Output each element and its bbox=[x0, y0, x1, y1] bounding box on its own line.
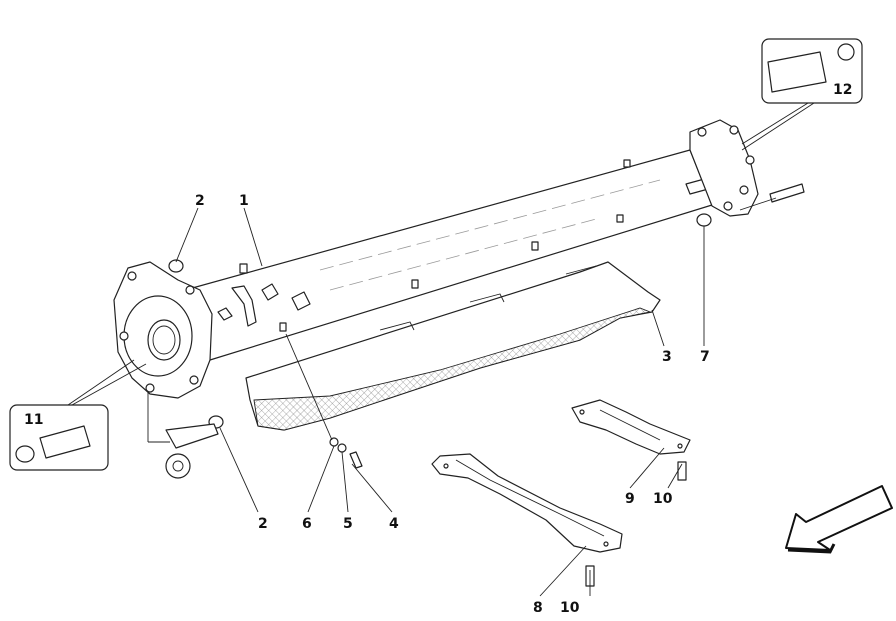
callout-12: 12 bbox=[833, 82, 852, 98]
callout-11: 11 bbox=[24, 412, 43, 428]
callout-5: 5 bbox=[343, 516, 353, 532]
callout-3: 3 bbox=[662, 349, 672, 365]
rear-flange bbox=[689, 119, 805, 217]
heat-shield bbox=[245, 261, 661, 431]
callout-10: 10 bbox=[560, 600, 580, 616]
callout-4: 4 bbox=[389, 516, 399, 532]
callout-7: 7 bbox=[700, 349, 710, 365]
callout-9: 9 bbox=[625, 491, 635, 507]
detail-inset-12 bbox=[761, 38, 863, 104]
bracket-short bbox=[571, 399, 691, 455]
callout-10: 10 bbox=[653, 491, 673, 507]
fasteners bbox=[165, 213, 712, 587]
detail-inset-11 bbox=[9, 404, 109, 471]
callout-8: 8 bbox=[533, 600, 543, 616]
leader-lines bbox=[67, 102, 815, 597]
callout-1: 1 bbox=[239, 193, 249, 209]
front-flange bbox=[113, 261, 213, 399]
callout-2: 2 bbox=[195, 193, 205, 209]
callout-labels: 1 2 2 3 4 5 6 7 8 9 10 10 11 12 bbox=[24, 82, 852, 616]
callout-2: 2 bbox=[258, 516, 268, 532]
callout-6: 6 bbox=[302, 516, 312, 532]
transmission-tube bbox=[177, 149, 713, 361]
direction-arrow-icon bbox=[785, 485, 893, 554]
cross-member-long bbox=[431, 453, 623, 553]
